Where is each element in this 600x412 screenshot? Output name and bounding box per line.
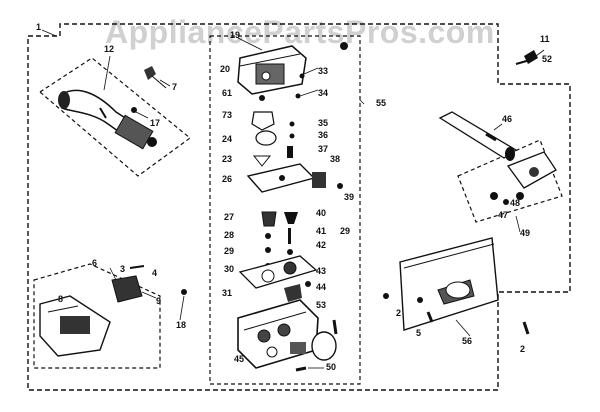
- callout-label: 28: [224, 230, 234, 240]
- screw-part: [299, 73, 305, 79]
- screw-part: [426, 311, 434, 323]
- callout-label: 40: [316, 208, 326, 218]
- callout-label: 33: [318, 66, 328, 76]
- small-part: [181, 289, 187, 295]
- callout-label: 2: [396, 308, 401, 318]
- callout-label: 73: [222, 110, 232, 120]
- callout-label: 26: [222, 174, 232, 184]
- callout-label: 3: [120, 264, 125, 274]
- small-part: [265, 233, 271, 239]
- callout-label: 41: [316, 226, 326, 236]
- callout-label: 46: [502, 114, 512, 124]
- callout-label: 31: [222, 288, 232, 298]
- screw-part: [295, 366, 307, 372]
- small-nut-part: [131, 107, 137, 113]
- callout-label: 52: [542, 54, 552, 64]
- callout-label: 27: [224, 212, 234, 222]
- callout-label: 39: [344, 192, 354, 202]
- igniter-tube-part: [58, 89, 157, 150]
- small-part: [287, 249, 293, 255]
- fastener-part: [515, 50, 538, 65]
- valve-seat-part: [261, 211, 277, 227]
- callout-label: 7: [172, 82, 177, 92]
- gasket-plate-part: [238, 255, 318, 289]
- callout-label: 53: [316, 300, 326, 310]
- left-upper-assembly-box: [39, 57, 191, 177]
- callout-label: 4: [152, 268, 157, 278]
- callout-label: 6: [92, 258, 97, 268]
- callout-label: 34: [318, 88, 328, 98]
- callout-label: 24: [222, 134, 232, 144]
- main-dashed-outline: [27, 23, 571, 391]
- cap-part: [255, 130, 277, 146]
- screw-part: [522, 321, 530, 335]
- callout-label: 18: [176, 320, 186, 330]
- orifice-tube-part: [438, 111, 518, 161]
- callout-label: 11: [540, 34, 550, 44]
- small-part: [289, 133, 295, 139]
- callout-label: 49: [520, 228, 530, 238]
- callout-label: 5: [416, 328, 421, 338]
- regulator-part: [284, 284, 302, 302]
- callout-label: 17: [150, 118, 160, 128]
- callout-label: 29: [340, 226, 350, 236]
- screw-part: [383, 293, 389, 299]
- switch-part: [111, 265, 145, 303]
- plunger-part: [284, 212, 298, 224]
- small-part: [265, 247, 271, 253]
- callout-label: 2: [520, 344, 525, 354]
- bracket-part: [251, 111, 275, 131]
- small-part: [305, 281, 311, 287]
- callout-label: 61: [222, 88, 232, 98]
- spring-part: [287, 146, 293, 158]
- callout-label: 23: [222, 154, 232, 164]
- callout-label: 43: [316, 266, 326, 276]
- callout-label: 55: [376, 98, 386, 108]
- valve-cover-part: [237, 45, 307, 95]
- diaphragm-part: [252, 155, 272, 167]
- clip-part: [144, 66, 167, 89]
- callout-label: 30: [224, 264, 234, 274]
- plate-hole: [279, 175, 285, 181]
- valve-block-part: [312, 172, 326, 188]
- callout-label: 29: [224, 246, 234, 256]
- thermostat-bracket-part: [39, 295, 111, 357]
- bolt-part: [340, 42, 348, 50]
- callout-label: 37: [318, 144, 328, 154]
- callout-label: 48: [510, 198, 520, 208]
- callout-label: 36: [318, 130, 328, 140]
- small-part: [337, 183, 343, 189]
- valve-body-part: [237, 299, 319, 369]
- callout-label: 50: [326, 362, 336, 372]
- callout-label: 44: [316, 282, 326, 292]
- center-subassembly-box: [209, 35, 361, 385]
- callout-label: 35: [318, 118, 328, 128]
- burner-fitting-part: [490, 151, 557, 205]
- callout-label: 1: [36, 22, 41, 32]
- callout-label: 56: [462, 336, 472, 346]
- left-lower-assembly-box: [33, 263, 161, 369]
- callout-label: 20: [220, 64, 230, 74]
- washer-part: [259, 95, 265, 101]
- callout-label: 8: [58, 294, 63, 304]
- pin-part: [288, 228, 291, 244]
- callout-label: 19: [230, 30, 240, 40]
- small-part: [289, 121, 295, 127]
- callout-label: 42: [316, 240, 326, 250]
- callout-labels: 1 12 7 17 19 20 33 34 61 73 24 35 36 37 …: [36, 22, 552, 372]
- leader-lines: [41, 29, 545, 369]
- screw-part: [295, 93, 301, 99]
- callout-label: 9: [156, 296, 161, 306]
- knob-part: [311, 319, 338, 361]
- callout-label: 47: [498, 210, 508, 220]
- callout-label: 12: [104, 44, 114, 54]
- callout-label: 45: [234, 354, 244, 364]
- mounting-bracket-part: [399, 237, 499, 331]
- callout-label: 38: [330, 154, 340, 164]
